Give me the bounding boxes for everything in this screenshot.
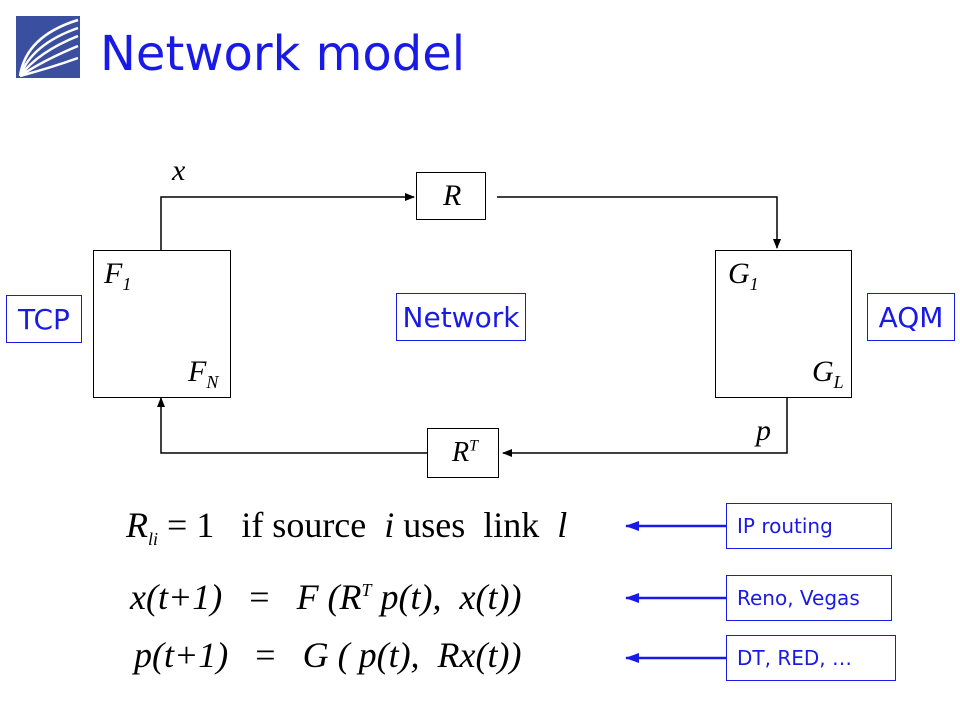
gl-label: GL: [812, 355, 844, 392]
wire-r-to-g: [497, 196, 781, 249]
f1-label: F1: [104, 257, 132, 294]
network-label-box: Network: [396, 293, 526, 341]
wire-f-to-r: [160, 193, 415, 250]
equation-source: x(t+1) = F (RT p(t), x(t)): [130, 577, 522, 617]
wire-g-to-rt: [502, 398, 788, 457]
f-box: F1 FN: [93, 250, 231, 398]
p-label: p: [756, 414, 771, 447]
r-box: R: [416, 172, 486, 220]
rt-box: RT: [427, 428, 499, 478]
r-label: R: [443, 179, 462, 212]
logo-icon: [16, 16, 80, 78]
wire-rt-to-f: [157, 397, 427, 454]
dt-red-label: DT, RED, …: [726, 635, 896, 681]
aqm-label-box: AQM: [867, 293, 955, 341]
g1-label: G1: [728, 257, 759, 294]
page-title: Network model: [100, 26, 466, 82]
ip-routing-label: IP routing: [726, 503, 892, 549]
tcp-label-box: TCP: [6, 295, 82, 343]
rt-label: RT: [452, 437, 479, 468]
equation-routing: Rli = 1 if source i uses link l: [126, 505, 568, 550]
x-label: x: [172, 154, 186, 187]
reno-vegas-label: Reno, Vegas: [726, 575, 892, 621]
fn-label: FN: [188, 355, 219, 392]
g-box: G1 GL: [715, 250, 852, 398]
equation-link: p(t+1) = G ( p(t), Rx(t)): [134, 635, 522, 675]
